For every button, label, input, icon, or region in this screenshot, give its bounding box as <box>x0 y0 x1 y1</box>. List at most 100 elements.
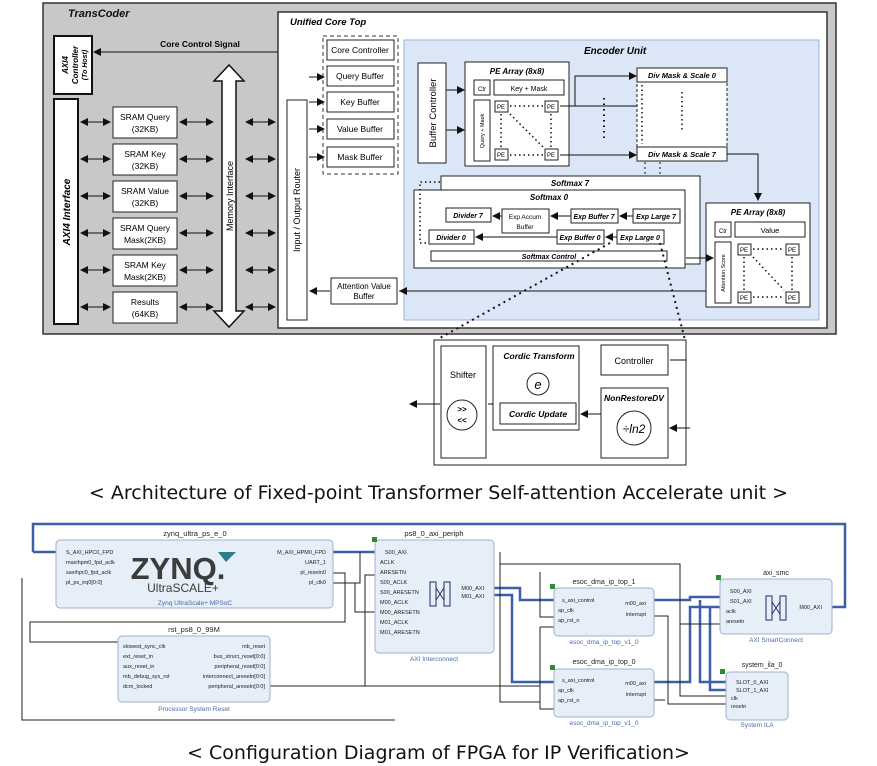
caption-architecture: < Architecture of Fixed-point Transforme… <box>88 482 789 504</box>
zynq-left-ports: S_AXI_HPC0_FPD maxihpm0_fpd_aclk saxihpc… <box>66 550 115 586</box>
axi4-interface-label: AXI4 Interface <box>62 178 73 246</box>
zynq-logo-mark <box>218 552 236 562</box>
axi-periph-block[interactable] <box>374 539 495 654</box>
dma1-port-ap-rst: ap_rst_n <box>558 618 579 624</box>
sram-query-l1: SRAM Query <box>120 112 171 122</box>
pe-array-1-key-mask <box>493 79 565 96</box>
system-ila-ports: SLOT_0_AXI SLOT_1_AXI clk resetn <box>731 680 769 710</box>
rst-port-peripheral-reset: peripheral_reset[0:0] <box>215 664 266 670</box>
mask-buffer-block <box>326 146 395 168</box>
e-symbol-circle <box>526 372 550 396</box>
axi-smc-ports: S00_AXI S01_AXI aclk aresetn M00_AXI <box>726 589 822 625</box>
sram-key-mask-l1: SRAM Key <box>124 260 166 270</box>
zoom-dotted-lines <box>439 242 686 341</box>
rst-port-aux: aux_reset_in <box>123 664 155 670</box>
rst-block[interactable] <box>117 635 271 703</box>
smc-port-s01-axi: S01_AXI <box>730 599 752 605</box>
pe-label: PE <box>497 153 505 159</box>
value-buffer-label: Value Buffer <box>337 124 383 134</box>
pe-array-2-dots <box>743 248 793 298</box>
architecture-diagram: TransCoder AXI4 Controller (To Host) AXI… <box>42 2 837 466</box>
zynq-port-pl-clk0: pl_clk0 <box>309 580 326 586</box>
pe-array-2-value-label: Value <box>761 226 780 235</box>
rst-left-ports: slowest_sync_clk ext_reset_in aux_reset_… <box>123 644 170 690</box>
dma0-port-interrupt: interrupt <box>626 692 647 698</box>
zynq-port-pl-ps-irq0: pl_ps_irq0[0:0] <box>66 580 103 586</box>
zynq-port-maxihpm0: maxihpm0_fpd_aclk <box>66 560 115 566</box>
div-mask-7-label: Div Mask & Scale 7 <box>648 150 717 159</box>
axi4-interface-box <box>53 98 79 325</box>
exp-buffer-7-label: Exp Buffer 7 <box>573 214 615 221</box>
zynq-logo-sub: UltraSCALE+ <box>147 581 219 595</box>
div-ln2-label: ÷ln2 <box>623 422 646 436</box>
div-mask-0-label: Div Mask & Scale 0 <box>648 71 717 80</box>
dma0-port-ap-rst: ap_rst_n <box>558 698 579 704</box>
signal-lines <box>21 552 726 721</box>
dma0-ports: s_axi_control ap_clk ap_rst_n m00_axi in… <box>558 678 646 704</box>
core-controller-block <box>326 39 395 61</box>
rst-port-peripheral-aresetn: peripheral_aresetn[0:0] <box>208 684 265 690</box>
sram-value-l1: SRAM Value <box>121 186 169 196</box>
periph-port-m01-aclk: M01_ACLK <box>380 620 408 626</box>
io-router-box <box>286 99 308 321</box>
transcoder-title: TransCoder <box>68 8 130 20</box>
rst-subtitle: Processor System Reset <box>158 706 230 713</box>
dma0-block[interactable] <box>553 668 655 718</box>
dma1-title: esoc_dma_ip_top_1 <box>572 579 635 586</box>
pe-array-1-key-mask-label: Key + Mask <box>511 86 548 93</box>
zynq-right-ports: M_AXI_HPM0_FPD UART_1 pl_resetn0 pl_clk0 <box>277 550 326 586</box>
pe-array-2-attention-score-label: Attention Score <box>721 254 727 292</box>
zynq-block[interactable] <box>55 539 334 609</box>
shift-symbol-right: >> <box>457 405 467 414</box>
dma1-port-s-axi: s_axi_control <box>562 598 594 604</box>
zynq-title: zynq_ultra_ps_e_0 <box>163 529 226 538</box>
softmax-7-title: Softmax 7 <box>551 179 590 188</box>
system-ila-title: system_ila_0 <box>742 662 783 669</box>
core-buffer-arrows <box>309 73 325 161</box>
divider-7-label: Divider 7 <box>453 213 484 220</box>
axi-periph-left-ports: S00_AXI ACLK ARESETN S00_ACLK S00_ARESET… <box>380 550 420 636</box>
sram-query-mask-l1: SRAM Query <box>120 223 171 233</box>
axi-smc-subtitle: AXI SmartConnect <box>749 637 803 644</box>
axi-smc-block[interactable] <box>719 578 833 635</box>
divider-0 <box>428 229 475 245</box>
axi-periph-subtitle: AXI Interconnect <box>410 656 458 663</box>
axi-smc-title: axi_smc <box>763 570 789 577</box>
periph-port-m01-axi: M01_AXI <box>461 594 484 600</box>
rst-port-dcm: dcm_locked <box>123 684 152 690</box>
dma0-subtitle: esoc_dma_ip_top_v1_0 <box>569 720 638 727</box>
softmax-arrows <box>475 212 633 241</box>
divider-7 <box>445 207 492 223</box>
pe-array-1-dots <box>500 105 552 156</box>
cordic-update-label: Cordic Update <box>509 409 567 419</box>
pe-array-2-ctr-label: Ctr <box>719 229 727 235</box>
ila-port-slot1: SLOT_1_AXI <box>736 688 769 694</box>
softmax-blocks: Divider 7 Divider 0 Exp Buffer 7 Exp Buf… <box>428 207 681 245</box>
pe-array-1-title: PE Array (8x8) <box>490 67 545 76</box>
system-ila-block[interactable] <box>725 671 789 721</box>
system-ila-subtitle: System ILA <box>740 722 774 729</box>
sram-key-mask-l2: Mask(2KB) <box>124 272 166 282</box>
shift-symbol-circle <box>446 399 478 431</box>
axi-periph-crossbar-icon <box>429 581 451 607</box>
softmax-0-title: Softmax 0 <box>530 193 569 202</box>
core-controller-label: Core Controller <box>331 45 389 55</box>
rst-port-interconnect-aresetn: interconnect_aresetn[0:0] <box>203 674 266 680</box>
periph-port-aclk: ACLK <box>380 560 395 566</box>
core-control-signal-label: Core Control Signal <box>160 39 240 49</box>
zynq-port-s-axi: S_AXI_HPC0_FPD <box>66 550 113 556</box>
dma1-port-ap-clk: ap_clk <box>558 608 574 614</box>
shifter-label: Shifter <box>450 370 476 380</box>
value-buffer-block <box>326 118 395 140</box>
sram-results-l2: (64KB) <box>132 309 159 319</box>
smc-port-aresetn: aresetn <box>726 619 744 625</box>
exp-large-0-label: Exp Large 0 <box>620 235 660 242</box>
periph-port-aresetn: ARESETN <box>380 570 406 576</box>
exp-large-7-label: Exp Large 7 <box>636 214 677 221</box>
pe-array-2-cells: PE PE PE PE <box>737 243 800 304</box>
dma1-block[interactable] <box>553 587 655 637</box>
controller-box <box>600 344 669 376</box>
smc-port-s00-axi: S00_AXI <box>730 589 752 595</box>
dma1-port-m00-axi: m00_axi <box>625 601 646 607</box>
ila-port-resetn: resetn <box>731 704 746 710</box>
